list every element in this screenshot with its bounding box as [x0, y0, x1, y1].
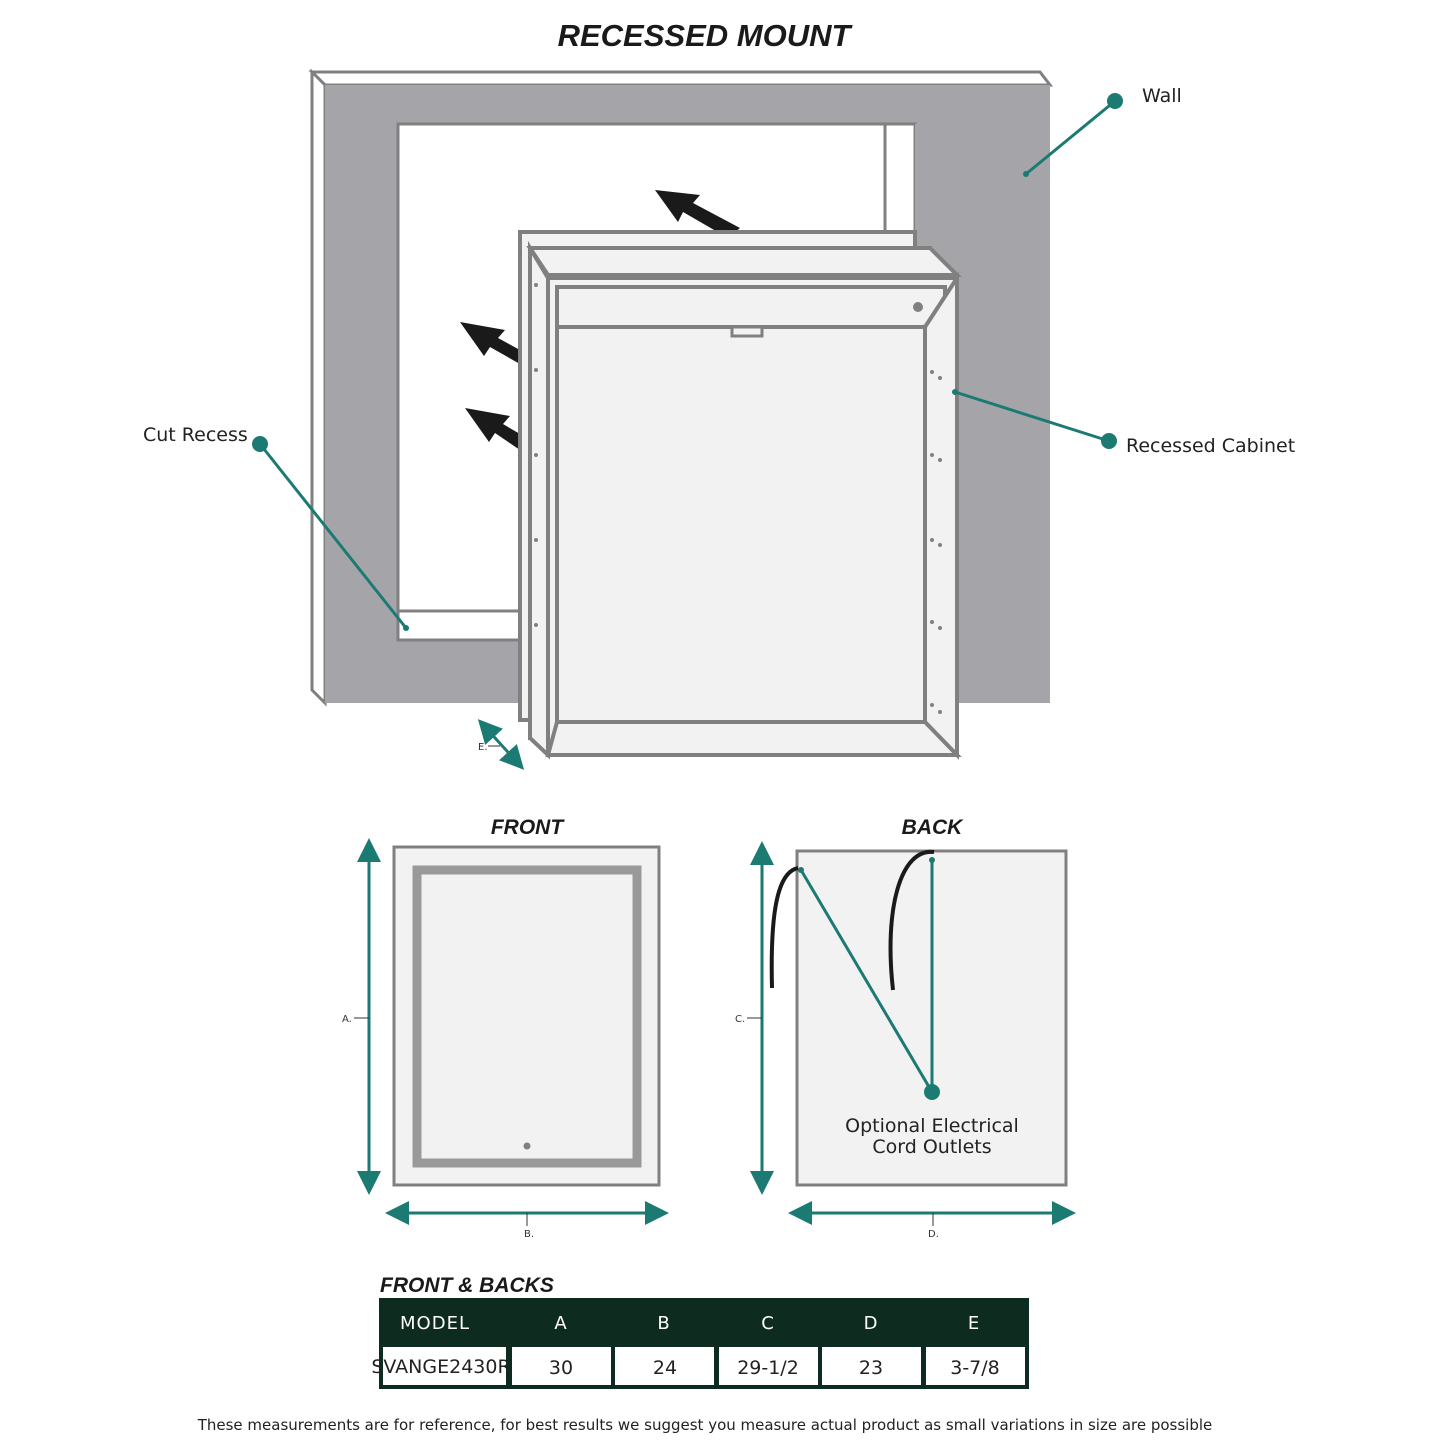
- dimension-e-label: E.: [478, 742, 488, 753]
- cut-recess-label: Cut Recess: [143, 424, 248, 446]
- diagram-title: RECESSED MOUNT: [558, 18, 854, 53]
- recess-callout-line: [258, 443, 408, 629]
- cell-d: 23: [859, 1357, 883, 1379]
- wall-callout-dot: [1107, 93, 1123, 109]
- outlet-callout-dot: [924, 1084, 940, 1100]
- recess-callout-dot: [252, 436, 268, 452]
- table-title: FRONT & BACKS: [380, 1274, 554, 1297]
- cell-c: 29-1/2: [737, 1357, 799, 1379]
- dimension-a-label: A.: [342, 1014, 352, 1025]
- wall-label: Wall: [1142, 85, 1182, 107]
- cabinet-callout-dot: [1101, 433, 1117, 449]
- wall-callout-line: [1025, 99, 1116, 176]
- dimension-d-label: D.: [928, 1229, 939, 1240]
- header-model: MODEL: [400, 1313, 470, 1334]
- footer-note: These measurements are for reference, fo…: [197, 1416, 1213, 1434]
- front-view: [392, 845, 661, 1187]
- header-b: B: [657, 1313, 670, 1334]
- outlet-label-line1: Optional Electrical: [845, 1115, 1019, 1137]
- back-title: BACK: [902, 816, 964, 839]
- dimension-b-label: B.: [524, 1229, 534, 1240]
- insert-arrows: [460, 190, 740, 450]
- dimensions-table: MODEL A B C D E SVANGE2430R 30 24 29-1/2…: [371, 1298, 1029, 1389]
- cell-a: 30: [549, 1357, 573, 1379]
- dimension-c-label: C.: [735, 1014, 745, 1025]
- outlet-label-line2: Cord Outlets: [872, 1136, 991, 1158]
- header-e: E: [968, 1313, 980, 1334]
- header-a: A: [554, 1313, 567, 1334]
- cell-e: 3-7/8: [950, 1357, 1000, 1379]
- cell-b: 24: [653, 1357, 677, 1379]
- front-title: FRONT: [491, 816, 565, 839]
- recessed-cabinet: [518, 230, 962, 760]
- cabinet-callout-line: [954, 390, 1110, 443]
- dimension-e-arrow: [477, 719, 525, 770]
- cell-model: SVANGE2430R: [371, 1356, 510, 1378]
- recessed-cabinet-label: Recessed Cabinet: [1126, 435, 1295, 457]
- header-d: D: [864, 1313, 879, 1334]
- header-c: C: [761, 1313, 775, 1334]
